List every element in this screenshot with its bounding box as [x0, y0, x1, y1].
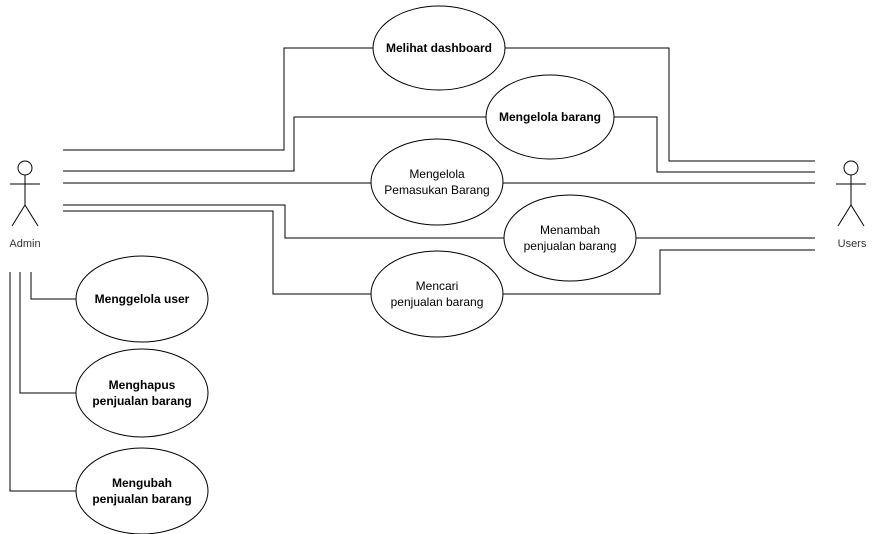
use-case-mengubah-penjualan: Mengubah penjualan barang — [75, 447, 209, 534]
use-case-menghapus-penjualan-line1: Menghapus — [109, 378, 176, 392]
actor-admin: Admin — [9, 160, 41, 250]
use-case-menambah-penjualan: Menambah penjualan barang — [503, 194, 637, 282]
use-case-menggelola-user: Menggelola user — [75, 255, 209, 343]
use-case-mengubah-penjualan-line2: penjualan barang — [92, 492, 191, 506]
use-case-melihat-dashboard: Melihat dashboard — [372, 5, 506, 91]
assoc-admin-mengelola-barang — [63, 116, 486, 172]
assoc-users-mengelola-barang — [614, 116, 815, 173]
actor-users-label: Users — [838, 238, 867, 250]
assoc-admin-melihat-dashboard — [63, 47, 373, 151]
assoc-admin-menggelola-user — [30, 272, 76, 300]
actor-admin-label: Admin — [9, 238, 40, 250]
use-case-menambah-penjualan-line1: Menambah — [540, 223, 600, 237]
assoc-users-mencari-penjualan — [503, 249, 815, 295]
use-case-mengelola-pemasukan-line1: Mengelola — [409, 167, 465, 181]
use-case-menghapus-penjualan: Menghapus penjualan barang — [75, 348, 209, 438]
use-case-menggelola-user-label: Menggelola user — [95, 292, 190, 306]
use-case-menghapus-penjualan-line2: penjualan barang — [92, 394, 191, 408]
assoc-admin-mencari-penjualan — [63, 210, 371, 295]
use-case-mengelola-barang-label: Mengelola barang — [499, 110, 601, 124]
assoc-users-melihat-dashboard — [505, 47, 815, 162]
actor-users: Users — [836, 160, 867, 250]
admin-associations — [9, 47, 505, 492]
assoc-admin-mengubah-penjualan — [9, 272, 76, 492]
use-case-mencari-penjualan: Mencari penjualan barang — [370, 250, 504, 338]
use-case-mengelola-barang: Mengelola barang — [485, 74, 615, 160]
use-case-melihat-dashboard-label: Melihat dashboard — [386, 41, 492, 55]
use-case-mencari-penjualan-line1: Mencari — [416, 279, 459, 293]
use-case-menambah-penjualan-line2: penjualan barang — [524, 239, 617, 253]
users-associations — [503, 47, 815, 295]
assoc-admin-menambah-penjualan — [63, 204, 505, 239]
use-case-mengubah-penjualan-line1: Mengubah — [112, 476, 172, 490]
use-case-mengelola-pemasukan: Mengelola Pemasukan Barang — [370, 138, 504, 226]
assoc-admin-menghapus-penjualan — [19, 272, 76, 394]
use-case-mencari-penjualan-line2: penjualan barang — [391, 295, 484, 309]
use-case-mengelola-pemasukan-line2: Pemasukan Barang — [384, 183, 489, 197]
